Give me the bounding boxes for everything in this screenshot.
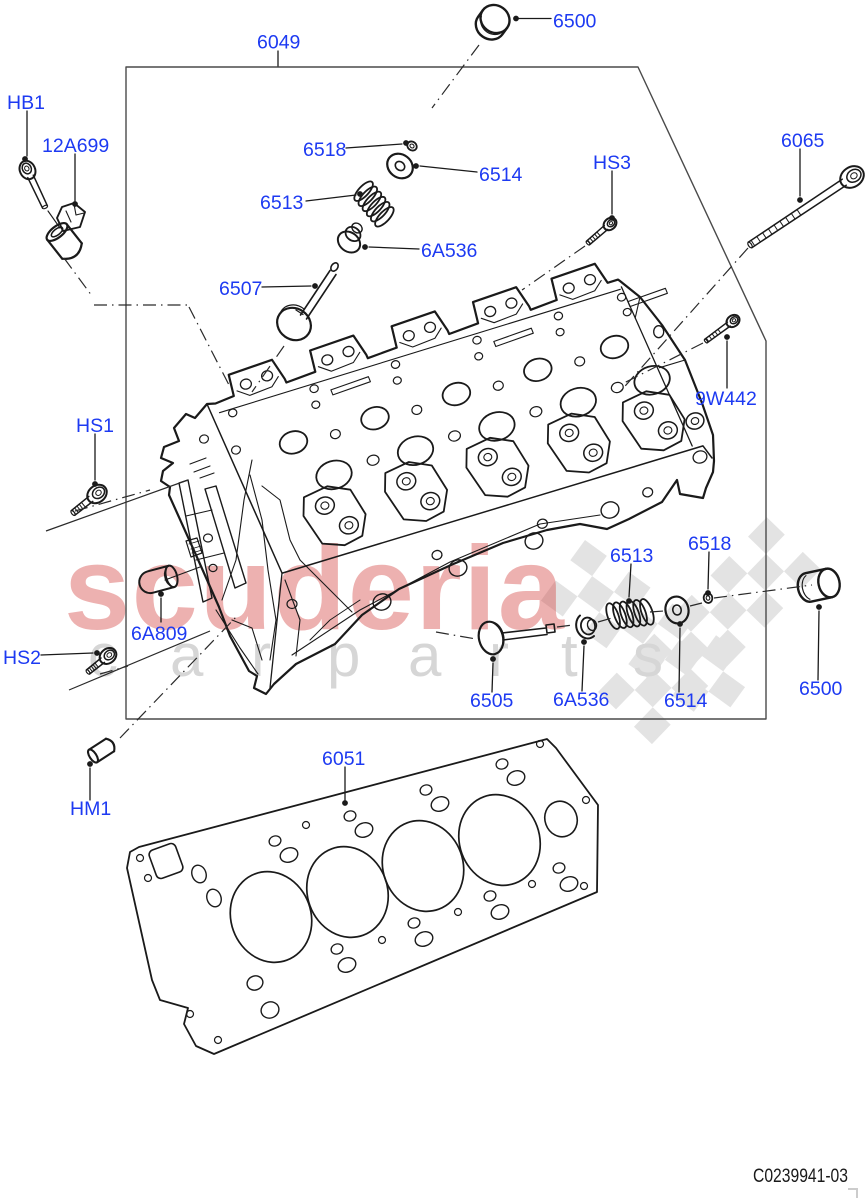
svg-text:HS2: HS2 bbox=[3, 647, 41, 669]
svg-text:HS3: HS3 bbox=[593, 152, 631, 174]
svg-text:C0239941-03: C0239941-03 bbox=[753, 1165, 848, 1187]
svg-text:12A699: 12A699 bbox=[42, 135, 109, 157]
svg-text:HM1: HM1 bbox=[70, 798, 111, 820]
svg-text:6513: 6513 bbox=[610, 545, 653, 567]
svg-text:6051: 6051 bbox=[322, 748, 365, 770]
svg-text:9W442: 9W442 bbox=[695, 388, 757, 410]
svg-text:HB1: HB1 bbox=[7, 92, 45, 114]
svg-text:c: c bbox=[88, 622, 118, 689]
svg-text:6505: 6505 bbox=[470, 690, 514, 712]
svg-text:a: a bbox=[170, 622, 204, 689]
svg-text:6513: 6513 bbox=[260, 192, 303, 214]
svg-text:6514: 6514 bbox=[479, 164, 523, 186]
svg-text:6A536: 6A536 bbox=[421, 240, 477, 262]
svg-text:6514: 6514 bbox=[664, 690, 708, 712]
svg-text:6A809: 6A809 bbox=[131, 623, 187, 645]
svg-text:6A536: 6A536 bbox=[553, 689, 609, 711]
svg-text:p: p bbox=[327, 622, 360, 689]
svg-text:s: s bbox=[633, 622, 663, 689]
svg-text:6518: 6518 bbox=[688, 533, 731, 555]
svg-text:HS1: HS1 bbox=[76, 415, 114, 437]
svg-text:6049: 6049 bbox=[257, 32, 300, 54]
svg-text:a: a bbox=[408, 622, 442, 689]
svg-text:6507: 6507 bbox=[219, 278, 262, 300]
svg-text:scuderia: scuderia bbox=[64, 522, 565, 655]
svg-text:6500: 6500 bbox=[799, 678, 843, 700]
svg-text:6065: 6065 bbox=[781, 130, 825, 152]
svg-text:6518: 6518 bbox=[303, 139, 346, 161]
svg-text:6500: 6500 bbox=[553, 11, 597, 33]
svg-text:t: t bbox=[561, 622, 578, 689]
